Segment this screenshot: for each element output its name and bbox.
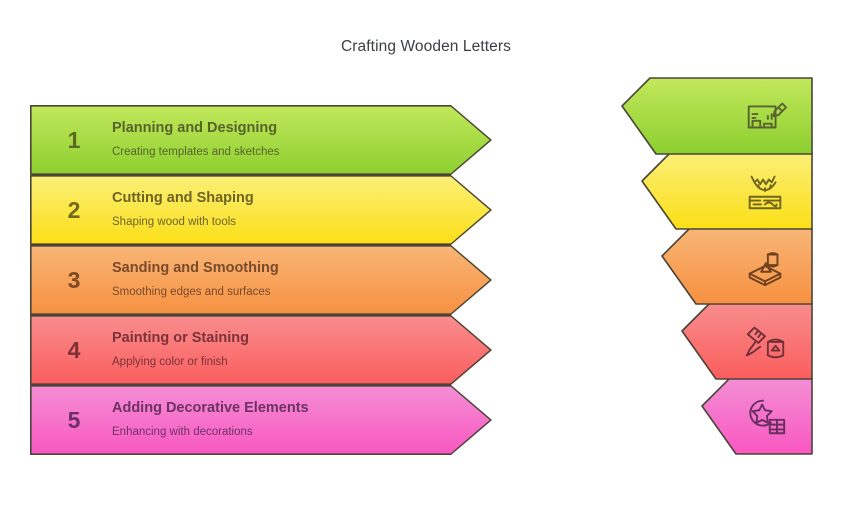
step-title: Cutting and Shaping bbox=[112, 189, 254, 206]
icon-band[interactable] bbox=[600, 70, 852, 470]
icon-band[interactable] bbox=[600, 70, 852, 470]
step-subtitle: Applying color or finish bbox=[112, 356, 228, 369]
step-number: 4 bbox=[67, 336, 81, 363]
step-arrow-shape bbox=[30, 245, 492, 315]
step-number: 2 bbox=[67, 196, 81, 223]
step-arrow-shape bbox=[30, 385, 492, 455]
step-subtitle: Smoothing edges and surfaces bbox=[112, 286, 271, 299]
step-title: Sanding and Smoothing bbox=[112, 259, 279, 276]
step-title: Planning and Designing bbox=[112, 119, 278, 136]
step-number: 5 bbox=[67, 406, 81, 433]
paintbrush-can-icon bbox=[742, 318, 788, 364]
step-arrow-shape bbox=[30, 105, 492, 175]
step-subtitle: Shaping wood with tools bbox=[112, 216, 237, 229]
icon-band[interactable] bbox=[600, 70, 852, 470]
step-arrow-shape bbox=[30, 315, 492, 385]
step-number: 1 bbox=[67, 126, 81, 153]
decorative-star-icon bbox=[742, 393, 788, 439]
step-title: Adding Decorative Elements bbox=[112, 399, 309, 416]
page-title: Crafting Wooden Letters bbox=[340, 38, 512, 55]
step-subtitle: Enhancing with decorations bbox=[112, 426, 253, 439]
saw-plank-icon bbox=[742, 168, 788, 214]
step-subtitle: Creating templates and sketches bbox=[112, 146, 280, 159]
blueprint-pencil-icon bbox=[742, 93, 788, 139]
step-arrow-shape bbox=[30, 175, 492, 245]
sanding-block-icon bbox=[742, 243, 788, 289]
step-number: 3 bbox=[67, 266, 81, 293]
icon-stack bbox=[600, 70, 852, 470]
step-title: Painting or Staining bbox=[112, 329, 249, 346]
